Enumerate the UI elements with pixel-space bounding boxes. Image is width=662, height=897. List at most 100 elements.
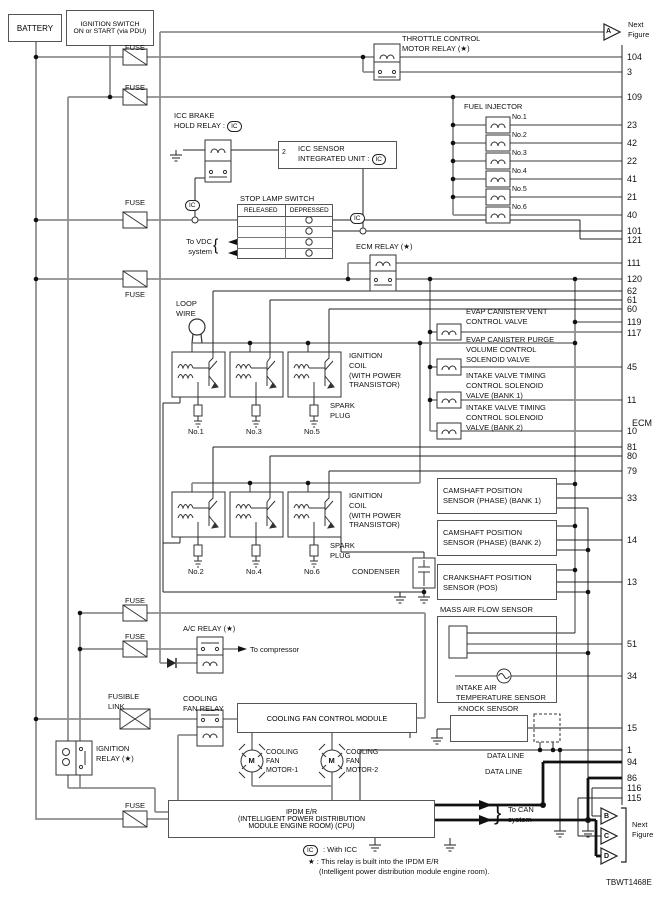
junction-dots	[33, 54, 591, 823]
fuse-label: FUSE	[124, 801, 145, 810]
ecm-pin: 119	[627, 317, 642, 327]
injector-no5-label: No.5	[512, 186, 527, 193]
ecm-pin: 40	[627, 210, 638, 220]
ecm-pin: 10	[627, 426, 638, 436]
icc-brake-relay-symbol	[204, 139, 232, 183]
data-line-label-1: DATA LINE	[487, 751, 525, 760]
motor1-m-icon: M	[248, 756, 255, 765]
ic-icon: IC	[227, 120, 242, 132]
fan-control-module-box: COOLING FAN CONTROL MODULE	[237, 703, 417, 733]
figure-arrow-b-label: B	[604, 812, 610, 820]
battery-box: BATTERY	[8, 14, 62, 42]
flow-arrows	[228, 239, 492, 825]
ecm-label: ECM	[632, 418, 652, 428]
camshaft-sensor-bank1-box	[437, 478, 557, 514]
motor2-m-icon: M	[328, 756, 335, 765]
signal-wires	[162, 45, 623, 845]
ecm-pin: 11	[627, 395, 637, 405]
icc-sensor-unit-box	[278, 141, 397, 169]
ecm-pin: 81	[627, 442, 638, 452]
coil-no2-label: No.2	[188, 567, 204, 576]
relay-symbols	[55, 43, 401, 776]
throttle-relay-symbol	[373, 43, 401, 81]
note-star-line1: ★ : This relay is built into the IPDM E/…	[308, 857, 439, 866]
ignition-coil-symbols	[171, 351, 342, 538]
injector-no6-label: No.6	[512, 204, 527, 211]
fuse-symbols	[119, 48, 151, 828]
ac-relay-label: A/C RELAY (★)	[183, 624, 236, 633]
ecm-pin: 79	[627, 466, 638, 476]
ecm-pin: 42	[627, 138, 638, 148]
condenser-symbol	[412, 557, 436, 589]
loop-wire-symbol	[188, 318, 206, 344]
ecm-pin: 22	[627, 156, 638, 166]
ecm-pin: 23	[627, 120, 638, 130]
figure-arrow-a-label: A	[606, 28, 612, 35]
ecm-pin: 34	[627, 671, 638, 681]
ecm-pin: 45	[627, 362, 638, 372]
ecm-relay-label: ECM RELAY (★)	[356, 242, 413, 251]
ecm-pin: 62	[627, 286, 638, 296]
ecm-pin: 15	[627, 723, 638, 733]
knock-shield	[533, 713, 561, 743]
stop-lamp-title: STOP LAMP SWITCH	[240, 194, 315, 203]
injector-no1-label: No.1	[512, 114, 527, 121]
ic-icon: IC	[371, 153, 386, 165]
ecm-relay-symbol	[369, 254, 397, 292]
fuse-label: FUSE	[124, 596, 145, 605]
fuse-label: FUSE	[124, 632, 145, 641]
ecm-pin: 14	[627, 535, 638, 545]
coil-no1-label: No.1	[188, 427, 204, 436]
ecm-pin: 121	[627, 235, 643, 245]
ic-icon: IC	[185, 200, 200, 211]
next-figure-arrows	[600, 23, 627, 865]
ecm-pin: 115	[627, 793, 642, 803]
ecm-pin: 94	[627, 757, 638, 767]
coil-no5-label: No.5	[304, 427, 320, 436]
ecm-pin: 21	[627, 192, 638, 202]
ecm-pin: 80	[627, 451, 638, 461]
figure-code: TBWT1468E	[606, 878, 652, 887]
coil-no6-label: No.6	[304, 567, 320, 576]
fuse-label: FUSE	[124, 198, 145, 207]
ecm-pin: 117	[627, 328, 642, 338]
fuse-label: FUSE	[124, 43, 145, 52]
injector-no2-label: No.2	[512, 132, 527, 139]
note-star-line2: (Intelligent power distribution module e…	[319, 867, 490, 876]
ecm-pin: 109	[627, 92, 643, 102]
ecm-pin: 61	[627, 295, 638, 305]
crankshaft-sensor-box	[437, 564, 557, 600]
ecm-pin: 86	[627, 773, 638, 783]
fuse-label: FUSE	[124, 83, 145, 92]
icc-sensor-pin-label: 2	[282, 149, 286, 156]
can-brace: }	[494, 800, 502, 825]
vdc-brace: {	[213, 237, 219, 254]
knock-sensor-box	[450, 715, 528, 742]
icc-sensor-unit-label: ICC SENSOR INTEGRATED UNIT : IC	[298, 144, 386, 165]
table-col-line	[285, 216, 286, 259]
injector-no3-label: No.3	[512, 150, 527, 157]
ecm-pin: 33	[627, 493, 638, 503]
ecm-pin: 111	[627, 258, 641, 268]
